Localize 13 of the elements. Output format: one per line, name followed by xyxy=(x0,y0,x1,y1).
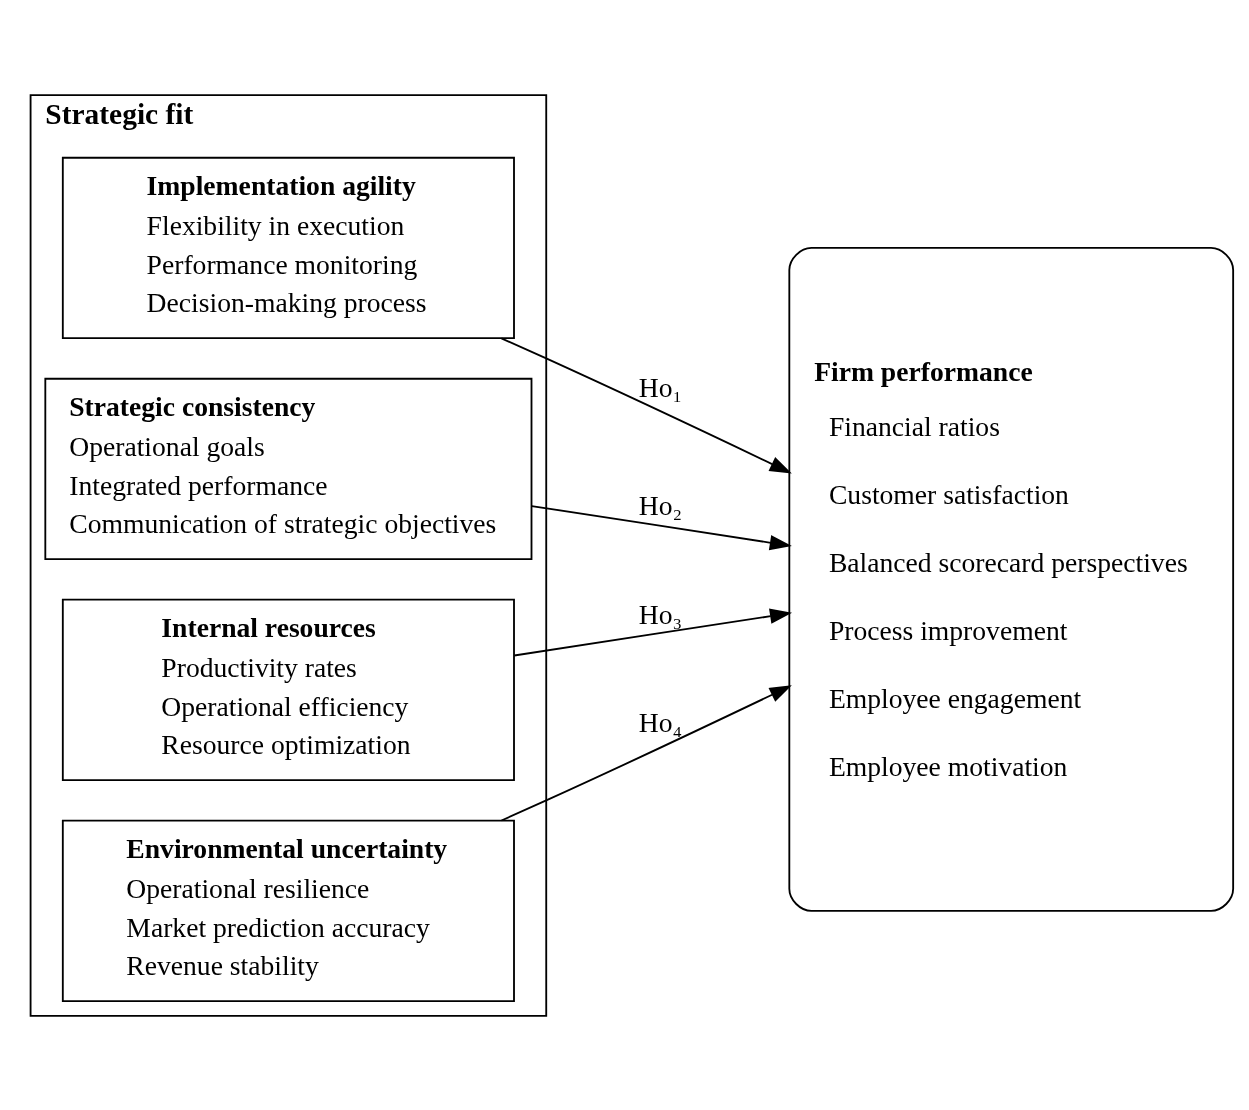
node-box: Firm performance Financial ratios Customer satisfaction Balanced scorecard perspectives Process improvement Employee engagement Employee motivation xyxy=(788,246,1235,912)
edge-label: Ho₃ xyxy=(638,598,683,630)
node-box: Strategic consistency Operational goals Integrated performance Communication of strategic objectives xyxy=(44,377,533,560)
arrow xyxy=(530,504,792,550)
edge-label: Ho₁ xyxy=(638,371,683,403)
node-box: Implementation agility Flexibility in execution Performance monitoring Decision-making process xyxy=(61,156,515,339)
arrow xyxy=(500,336,792,474)
node-box: Environmental uncertainty Operational resilience Market prediction accuracy Revenue stability xyxy=(61,819,515,1002)
edge-label: Ho₄ xyxy=(638,706,683,738)
edge-label: Ho₂ xyxy=(638,489,683,521)
arrow xyxy=(500,684,792,821)
arrow xyxy=(513,608,793,656)
node-box: Internal resources Productivity rates Operational efficiency Resource optimization xyxy=(61,598,515,781)
